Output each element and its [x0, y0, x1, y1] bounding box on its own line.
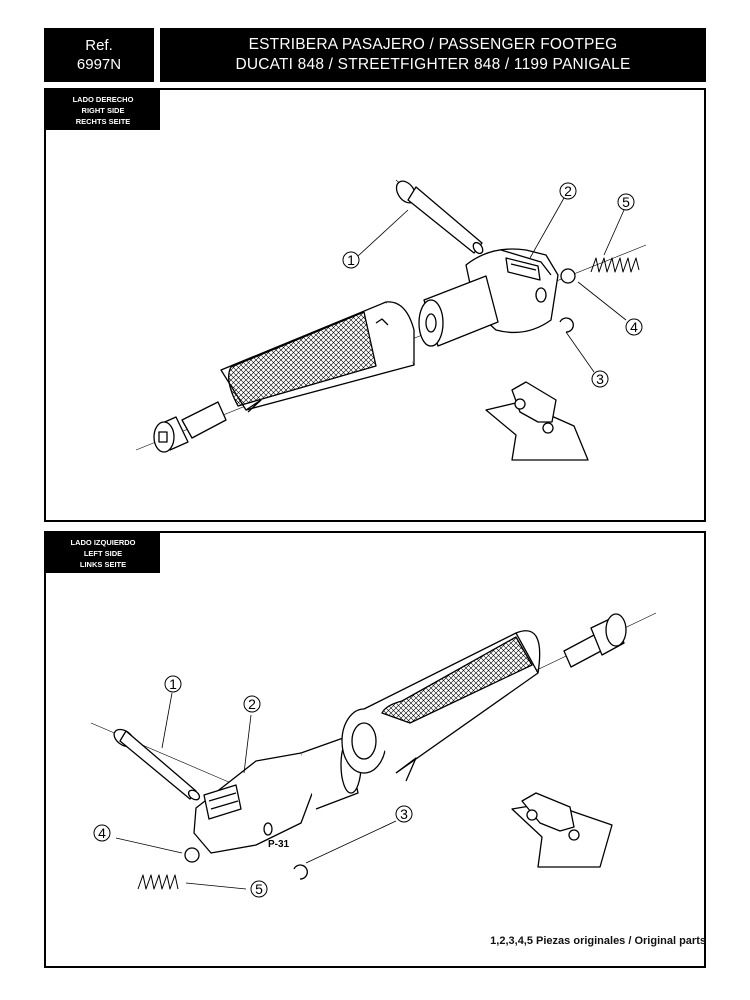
callout-2: 2	[243, 695, 261, 713]
svg-text:4: 4	[630, 319, 638, 335]
clip-part	[293, 864, 308, 880]
callout-5: 5	[250, 880, 268, 898]
pin-part	[395, 180, 484, 255]
direction-arrow	[485, 381, 589, 461]
ball-part	[184, 847, 200, 863]
left-side-label-es: LADO IZQUIERDO	[70, 537, 136, 547]
left-side-label: LADO IZQUIERDO LEFT SIDE LINKS SEITE	[46, 533, 160, 573]
right-side-panel: LADO DERECHO RIGHT SIDE RECHTS SEITE	[44, 88, 706, 522]
callout-1: 1	[164, 675, 182, 693]
callout-3: 3	[395, 805, 413, 823]
footpeg-body	[220, 301, 415, 413]
right-side-exploded-diagram: 1 2 3 4 5	[135, 179, 647, 461]
footpeg-body	[341, 630, 541, 782]
svg-text:2: 2	[248, 696, 256, 712]
svg-text:3: 3	[596, 371, 604, 387]
direction-arrow	[511, 792, 613, 868]
svg-text:5: 5	[255, 881, 263, 897]
svg-text:4: 4	[98, 825, 106, 841]
title-line-1: ESTRIBERA PASAJERO / PASSENGER FOOTPEG	[248, 36, 618, 53]
pin-part	[113, 728, 201, 801]
reference-label: Ref.	[85, 37, 113, 54]
left-side-panel: LADO IZQUIERDO LEFT SIDE LINKS SEITE	[44, 531, 706, 968]
original-parts-note: 1,2,3,4,5 Piezas originales / Original p…	[490, 935, 706, 947]
svg-text:3: 3	[400, 806, 408, 822]
right-side-label: LADO DERECHO RIGHT SIDE RECHTS SEITE	[46, 90, 160, 130]
right-side-label-en: RIGHT SIDE	[81, 105, 125, 115]
svg-text:1: 1	[169, 676, 177, 692]
callout-1: 1	[342, 251, 360, 269]
spring-part	[137, 874, 179, 890]
spring-part	[590, 257, 640, 273]
cap-screw	[153, 401, 227, 453]
left-side-label-de: LINKS SEITE	[79, 559, 127, 569]
left-side-exploded-diagram: P-31	[90, 612, 657, 898]
callout-2: 2	[559, 182, 577, 200]
cap-screw	[563, 613, 627, 668]
callout-5: 5	[617, 193, 635, 211]
reference-box: Ref. 6997N	[44, 28, 154, 82]
left-side-label-en: LEFT SIDE	[83, 548, 123, 558]
bracket-part	[193, 736, 362, 854]
reference-number: 6997N	[76, 56, 122, 73]
part-marking: P-31	[268, 839, 290, 850]
bracket-part	[418, 248, 559, 347]
callout-4: 4	[625, 318, 643, 336]
title-box: ESTRIBERA PASAJERO / PASSENGER FOOTPEG D…	[160, 28, 706, 82]
ball-part	[560, 268, 576, 284]
svg-text:1: 1	[347, 252, 355, 268]
callout-4: 4	[93, 824, 111, 842]
svg-text:5: 5	[622, 194, 630, 210]
right-side-label-de: RECHTS SEITE	[75, 116, 131, 126]
callout-3: 3	[591, 370, 609, 388]
clip-part	[559, 317, 574, 333]
title-line-2: DUCATI 848 / STREETFIGHTER 848 / 1199 PA…	[235, 56, 631, 73]
svg-text:2: 2	[564, 183, 572, 199]
right-side-label-es: LADO DERECHO	[72, 94, 134, 104]
